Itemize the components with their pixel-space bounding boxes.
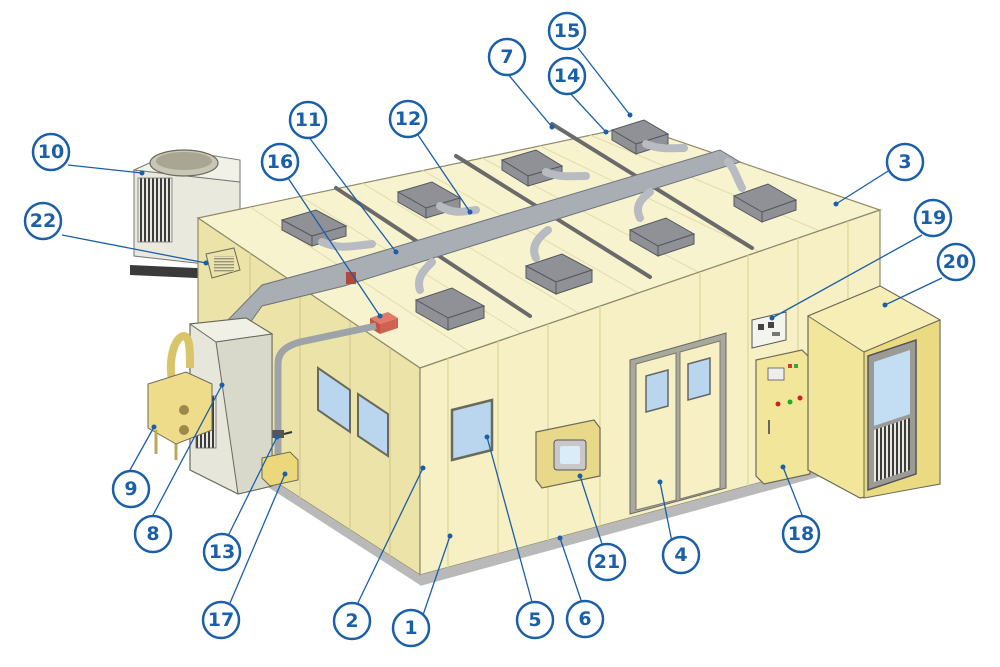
callout-20: 20 bbox=[936, 242, 976, 282]
exhaust-hood bbox=[205, 247, 241, 279]
leader-lines bbox=[61, 47, 943, 619]
svg-text:18: 18 bbox=[788, 523, 814, 545]
callout-4: 4 bbox=[661, 535, 701, 575]
callout-22: 22 bbox=[23, 201, 63, 241]
svg-text:3: 3 bbox=[898, 151, 911, 173]
callout-9: 9 bbox=[111, 469, 151, 509]
svg-text:22: 22 bbox=[30, 210, 56, 232]
callout-11: 11 bbox=[288, 100, 328, 140]
svg-text:9: 9 bbox=[124, 478, 137, 500]
svg-text:15: 15 bbox=[554, 20, 580, 42]
callout-1: 1 bbox=[391, 608, 431, 648]
wall-control-panel bbox=[751, 311, 787, 349]
svg-text:12: 12 bbox=[395, 108, 421, 130]
leader-dots bbox=[139, 112, 888, 541]
svg-text:4: 4 bbox=[674, 544, 687, 566]
flexible-ducts bbox=[318, 140, 746, 294]
svg-text:7: 7 bbox=[500, 46, 513, 68]
air-shower bbox=[806, 285, 942, 499]
callout-19: 19 bbox=[913, 198, 953, 238]
svg-text:11: 11 bbox=[295, 109, 321, 131]
svg-text:17: 17 bbox=[208, 609, 234, 631]
callout-12: 12 bbox=[388, 99, 428, 139]
svg-text:16: 16 bbox=[267, 151, 293, 173]
svg-text:10: 10 bbox=[38, 141, 64, 163]
callout-3: 3 bbox=[885, 142, 925, 182]
svg-text:8: 8 bbox=[146, 523, 159, 545]
callout-5: 5 bbox=[515, 600, 555, 640]
svg-text:19: 19 bbox=[920, 207, 946, 229]
callout-6: 6 bbox=[565, 599, 605, 639]
callout-18: 18 bbox=[781, 514, 821, 554]
callout-16: 16 bbox=[260, 142, 300, 182]
svg-text:14: 14 bbox=[554, 65, 580, 87]
hepa-filter-boxes bbox=[280, 119, 798, 331]
electrical-cabinet bbox=[755, 349, 811, 485]
callout-17: 17 bbox=[201, 600, 241, 640]
callout-8: 8 bbox=[133, 514, 173, 554]
svg-text:13: 13 bbox=[209, 541, 235, 563]
callout-15: 15 bbox=[547, 11, 587, 51]
svg-text:1: 1 bbox=[404, 617, 417, 639]
pass-box bbox=[535, 419, 601, 489]
double-door bbox=[629, 332, 727, 515]
junction-box bbox=[261, 451, 299, 487]
svg-text:6: 6 bbox=[578, 608, 591, 630]
callout-21: 21 bbox=[587, 542, 627, 582]
callout-2: 2 bbox=[332, 601, 372, 641]
callout-14: 14 bbox=[547, 56, 587, 96]
callout-badges: 1 2 3 4 5 6 7 8 9 10 11 12 13 14 15 16 1… bbox=[23, 11, 976, 648]
svg-text:20: 20 bbox=[943, 251, 969, 273]
svg-text:5: 5 bbox=[528, 609, 541, 631]
pipe-valve bbox=[272, 430, 293, 438]
callout-13: 13 bbox=[202, 532, 242, 572]
svg-text:21: 21 bbox=[594, 551, 620, 573]
callout-7: 7 bbox=[487, 37, 527, 77]
refrigerant-pipe bbox=[274, 322, 377, 462]
callout-10: 10 bbox=[31, 132, 71, 172]
svg-text:2: 2 bbox=[345, 610, 358, 632]
dust-collector bbox=[147, 331, 213, 460]
